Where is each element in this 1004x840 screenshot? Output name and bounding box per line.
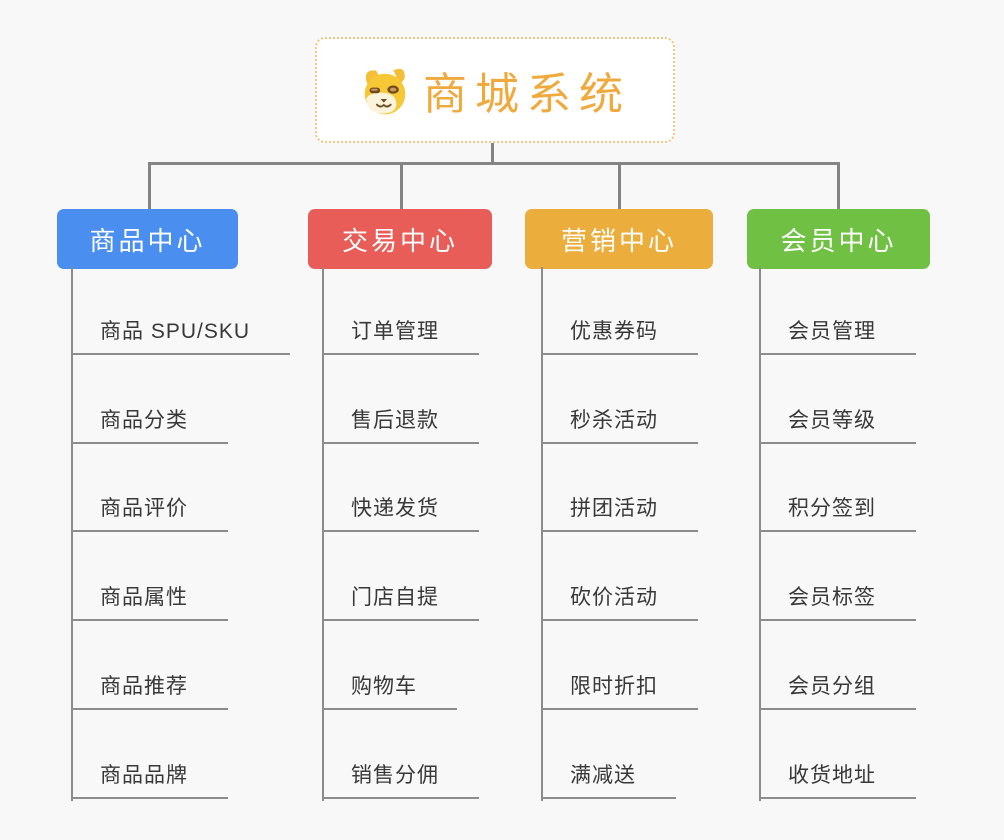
- leaf-item[interactable]: 商品分类: [72, 408, 228, 444]
- leaf-item[interactable]: 商品 SPU/SKU: [72, 319, 291, 355]
- branch-node-2[interactable]: 交易中心: [308, 209, 492, 269]
- leaf-item[interactable]: 满减送: [542, 763, 676, 799]
- leaf-item[interactable]: 商品评价: [72, 496, 228, 532]
- leaf-item[interactable]: 商品推荐: [72, 674, 228, 710]
- branch-node-1[interactable]: 商品中心: [57, 209, 238, 269]
- leaf-item[interactable]: 售后退款: [323, 408, 479, 444]
- doge-icon: [364, 68, 406, 115]
- leaf-item[interactable]: 收货地址: [760, 763, 916, 799]
- leaf-item[interactable]: 商品属性: [72, 585, 228, 621]
- branch-drop-line: [837, 162, 840, 210]
- leaf-item[interactable]: 购物车: [323, 674, 457, 710]
- leaf-item[interactable]: 快递发货: [323, 496, 479, 532]
- leaf-item[interactable]: 商品品牌: [72, 763, 228, 799]
- leaf-item[interactable]: 秒杀活动: [542, 408, 698, 444]
- leaf-item[interactable]: 积分签到: [760, 496, 916, 532]
- leaf-item[interactable]: 会员标签: [760, 585, 916, 621]
- root-trunk-line: [491, 143, 494, 164]
- root-title: 商城系统: [423, 70, 631, 119]
- branch-trunk-line: [322, 267, 324, 801]
- leaf-item[interactable]: 门店自提: [323, 585, 479, 621]
- leaf-item[interactable]: 订单管理: [323, 319, 479, 355]
- branch-node-4[interactable]: 会员中心: [747, 209, 930, 269]
- root-node[interactable]: 商城系统: [315, 37, 675, 143]
- branch-trunk-line: [71, 267, 73, 801]
- leaf-item[interactable]: 砍价活动: [542, 585, 698, 621]
- root-bus-line: [148, 162, 840, 165]
- leaf-item[interactable]: 会员管理: [760, 319, 916, 355]
- leaf-item[interactable]: 会员等级: [760, 408, 916, 444]
- branch-trunk-line: [541, 267, 543, 801]
- leaf-item[interactable]: 销售分佣: [323, 763, 479, 799]
- branch-trunk-line: [759, 267, 761, 801]
- leaf-item[interactable]: 优惠券码: [542, 319, 698, 355]
- branch-drop-line: [400, 162, 403, 210]
- leaf-item[interactable]: 拼团活动: [542, 496, 698, 532]
- branch-drop-line: [618, 162, 621, 210]
- branch-drop-line: [148, 162, 151, 210]
- branch-node-3[interactable]: 营销中心: [525, 209, 713, 269]
- leaf-item[interactable]: 限时折扣: [542, 674, 698, 710]
- leaf-item[interactable]: 会员分组: [760, 674, 916, 710]
